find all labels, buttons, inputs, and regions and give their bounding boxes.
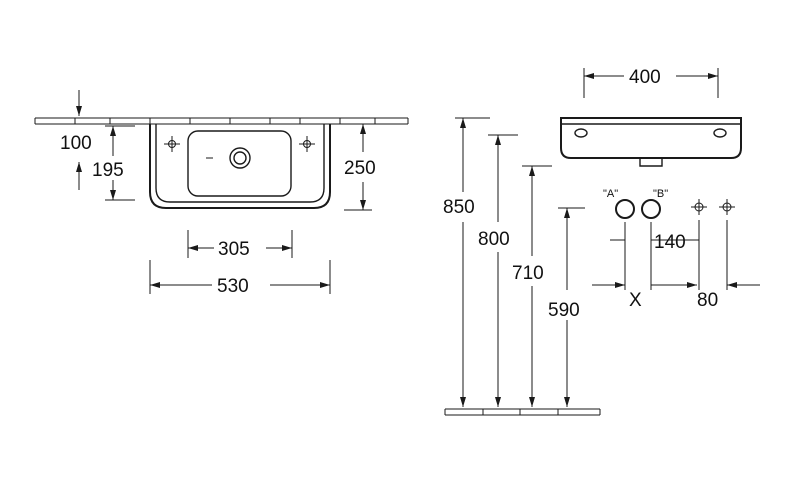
- dim-530-label: 530: [217, 276, 249, 297]
- supply-a-label: "A": [603, 188, 618, 200]
- dim-x: X: [592, 282, 697, 311]
- dim-250: 250: [344, 123, 376, 211]
- dim-800: 800: [478, 134, 518, 407]
- dim-140-label: 140: [654, 232, 686, 253]
- dim-195: 195: [92, 125, 135, 201]
- dim-100-label: 100: [60, 133, 92, 154]
- dim-400: 400: [583, 67, 719, 98]
- dim-710-label: 710: [512, 263, 544, 284]
- dim-800-label: 800: [478, 229, 510, 250]
- supply-a-icon: [615, 199, 635, 219]
- dim-590: 590: [548, 207, 585, 407]
- floor-line: [444, 408, 601, 416]
- dim-530: 530: [149, 260, 331, 297]
- dim-140: 140: [610, 220, 728, 290]
- tap-marker-right-icon: [719, 199, 735, 215]
- height-view: 850 800 710 590: [443, 117, 601, 416]
- dim-x-label: X: [629, 290, 642, 311]
- dim-400-label: 400: [629, 67, 661, 88]
- tap-hole-right-icon: [299, 136, 315, 152]
- dim-305: 305: [187, 230, 293, 260]
- tap-hole-left-icon: [164, 136, 180, 152]
- supply-b-icon: [641, 199, 661, 219]
- dim-710: 710: [512, 165, 552, 407]
- supply-b-label: "B": [653, 188, 668, 200]
- outlet-stub: [639, 158, 663, 167]
- tap-hole-front-right-icon: [713, 128, 727, 138]
- bowl-outline: [187, 130, 292, 197]
- tap-marker-left-icon: [691, 199, 707, 215]
- dim-590-label: 590: [548, 300, 580, 321]
- basin-inner-rim: [155, 124, 325, 203]
- dim-250-label: 250: [344, 158, 376, 179]
- drain-inner-icon: [233, 151, 247, 165]
- front-view: 400 "A" "B" 1: [560, 67, 760, 311]
- dim-80: 80: [697, 282, 760, 311]
- plan-view: 100 195 250 305: [34, 90, 409, 297]
- dim-305-label: 305: [218, 239, 250, 260]
- dim-850-label: 850: [443, 197, 475, 218]
- dim-195-label: 195: [92, 160, 124, 181]
- wall-line: [34, 117, 409, 125]
- dim-100: 100: [60, 90, 92, 190]
- dim-80-label: 80: [697, 290, 718, 311]
- tap-hole-front-left-icon: [574, 128, 588, 138]
- drain-icon: [229, 147, 251, 169]
- basin-outline: [149, 124, 331, 209]
- basin-front-outline: [560, 117, 742, 159]
- dim-850: 850: [443, 117, 490, 407]
